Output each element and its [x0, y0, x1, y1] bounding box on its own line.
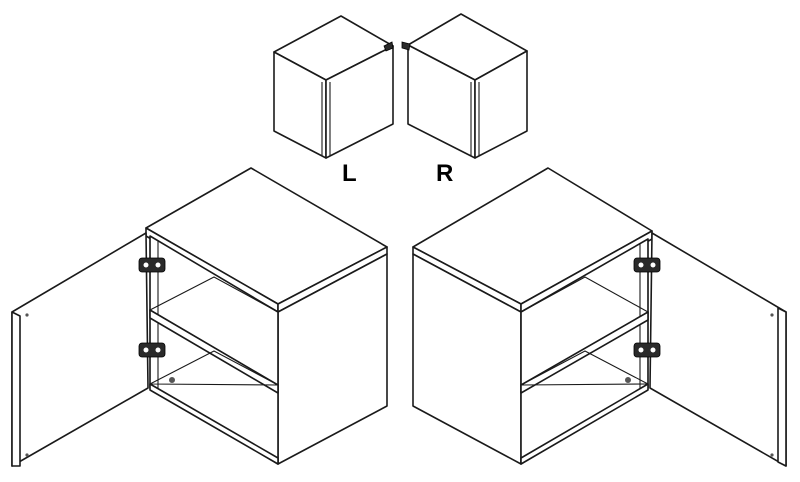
hinge-lower-right: [633, 342, 661, 358]
open-cabinet-left-hinged: [11, 167, 388, 467]
hinge-lower-left: [138, 342, 166, 358]
small-cabinet-right: [401, 13, 528, 159]
open-cabinet-right-hinged: [412, 167, 787, 467]
hinge-upper-left: [138, 257, 166, 273]
small-cabinet-left: [273, 15, 394, 159]
hinge-upper-right: [633, 257, 661, 273]
variant-label-right: R: [436, 160, 453, 187]
variant-label-left: L: [342, 160, 357, 187]
